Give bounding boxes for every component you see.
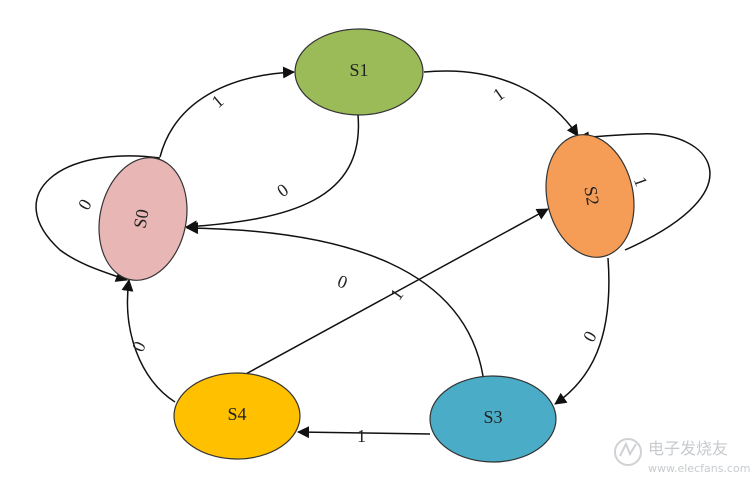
edge-s4-s2 — [243, 208, 549, 376]
edge-label-s1-s2: 1 — [489, 84, 508, 106]
edge-s2-s2 — [577, 131, 711, 251]
edge-label-s0-s0: 0 — [74, 196, 96, 214]
node-s2: S2 — [545, 134, 635, 258]
node-s3-shape — [429, 375, 557, 463]
edge-s0-s1 — [159, 66, 295, 158]
node-s1-label: S1 — [349, 60, 368, 80]
node-s0-label: S0 — [130, 208, 153, 230]
edge-s3-s4 — [297, 426, 431, 439]
node-s0-shape — [98, 157, 188, 281]
edge-s4-s0 — [121, 279, 176, 403]
node-s4-label: S4 — [227, 404, 246, 424]
edges — [35, 66, 711, 439]
node-s2-label: S2 — [580, 185, 603, 207]
node-s3-label: S3 — [483, 407, 502, 427]
edge-label-s1-s0: 0 — [273, 180, 292, 202]
node-s4-shape — [173, 372, 301, 460]
edge-label-s3-s0: 0 — [335, 271, 350, 293]
edge-s1-s2 — [423, 70, 579, 137]
node-s0: S0 — [98, 157, 188, 281]
edge-label-s2-s3: 0 — [579, 328, 601, 346]
watermark-icon — [614, 438, 642, 466]
edge-label-s4-s0: 0 — [128, 338, 150, 355]
edge-label-s2-s2: 1 — [630, 174, 652, 189]
watermark-text-url: www.elecfans.com — [648, 462, 750, 475]
watermark-text-cn: 电子发烧友 — [648, 439, 728, 458]
node-s2-shape — [545, 134, 635, 258]
node-s1-shape — [294, 28, 424, 116]
edge-s1-s0 — [185, 114, 360, 233]
edge-s3-s0 — [186, 222, 484, 377]
nodes: S0 S1 S2 S3 S4 — [98, 28, 635, 463]
watermark-logo: 电子发烧友 www.elecfans.com — [614, 438, 750, 475]
node-s4: S4 — [173, 372, 301, 460]
node-s1: S1 — [294, 28, 424, 116]
edge-label-s3-s4: 1 — [357, 426, 366, 446]
node-s3: S3 — [429, 375, 557, 463]
edge-s2-s3 — [554, 257, 610, 405]
edge-label-s0-s1: 1 — [208, 91, 228, 112]
edge-s0-s0 — [35, 155, 161, 282]
